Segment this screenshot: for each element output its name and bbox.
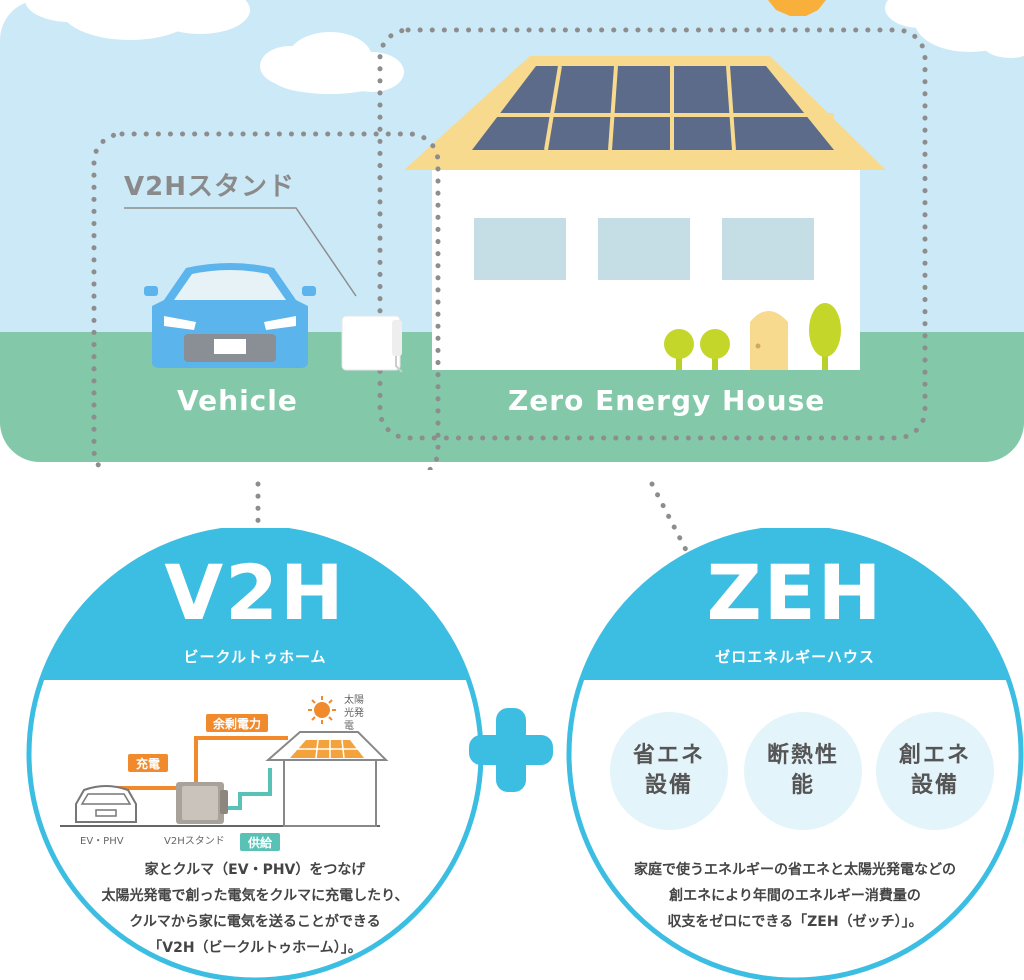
house-scene	[0, 0, 1024, 470]
charge-tag	[128, 754, 168, 772]
v2h-stand-label: V2Hスタンド	[124, 172, 295, 202]
car-outline-icon	[75, 785, 137, 823]
zeh-subtitle: ゼロエネルギーハウス	[715, 648, 875, 666]
cloud-icon	[260, 32, 404, 94]
circles-bg	[26, 528, 1024, 980]
cloud-icon	[885, 0, 1024, 58]
car-icon	[144, 263, 316, 368]
ev-label: EV・PHV	[80, 836, 124, 847]
v2h-desc-line: 太陽光発電で創った電気をクルマに充電したり、	[101, 887, 409, 904]
zero-energy-house-label: Zero Energy House	[508, 384, 826, 417]
v2h-desc-line: クルマから家に電気を送ることができる	[129, 913, 381, 930]
v2h-stand-icon	[341, 315, 403, 373]
bubble-label: 断熱性能	[766, 743, 839, 798]
cloud-icon	[25, 0, 250, 40]
v2h-desc-line: 「V2H（ビークルトゥホーム）」。	[148, 939, 362, 956]
supply-label: 供給	[247, 836, 272, 850]
bubble-label: 省エネ設備	[632, 743, 705, 798]
vehicle-label: Vehicle	[177, 384, 298, 417]
v2h-subtitle: ビークルトゥホーム	[183, 648, 327, 666]
tree-icon	[664, 303, 841, 370]
bubble-insulation: 断熱性能	[744, 712, 862, 830]
zeh-desc-line: 収支をゼロにできる「ZEH（ゼッチ）」。	[667, 913, 923, 930]
zeh-description: 家庭で使うエネルギーの省エネと太陽光発電などの 創エネにより年間のエネルギー消費…	[590, 858, 1000, 936]
bubble-energy-creation: 創エネ設備	[876, 712, 994, 830]
v2h-diagram	[60, 696, 389, 827]
supply-tag	[240, 833, 280, 851]
v2h-description: 家とクルマ（EV・PHV）をつなげ 太陽光発電で創った電気をクルマに充電したり、…	[40, 858, 470, 962]
zeh-desc-line: 創エネにより年間のエネルギー消費量の	[669, 887, 921, 904]
house-icon	[404, 56, 886, 370]
plus-icon	[469, 708, 553, 792]
zeh-desc-line: 家庭で使うエネルギーの省エネと太陽光発電などの	[634, 862, 956, 878]
zeh-title: ZEH	[706, 548, 884, 637]
surplus-label: 余剰電力	[212, 717, 261, 731]
sun-icon	[308, 696, 336, 724]
bubble-energy-saving: 省エネ設備	[610, 712, 728, 830]
house-outline-icon	[265, 731, 389, 827]
surplus-tag	[206, 714, 268, 732]
v2h-desc-line: 家とクルマ（EV・PHV）をつなげ	[144, 862, 366, 878]
bubble-label: 創エネ設備	[898, 743, 971, 798]
charge-label: 充電	[135, 757, 160, 771]
v2h-stand-small-label: V2Hスタンド	[164, 836, 225, 847]
connector-lines	[255, 481, 689, 553]
sun-icon	[768, 0, 826, 16]
v2h-title: V2H	[164, 548, 346, 637]
solar-label: 太陽光発電	[344, 695, 364, 732]
v2h-stand-icon	[176, 782, 228, 824]
